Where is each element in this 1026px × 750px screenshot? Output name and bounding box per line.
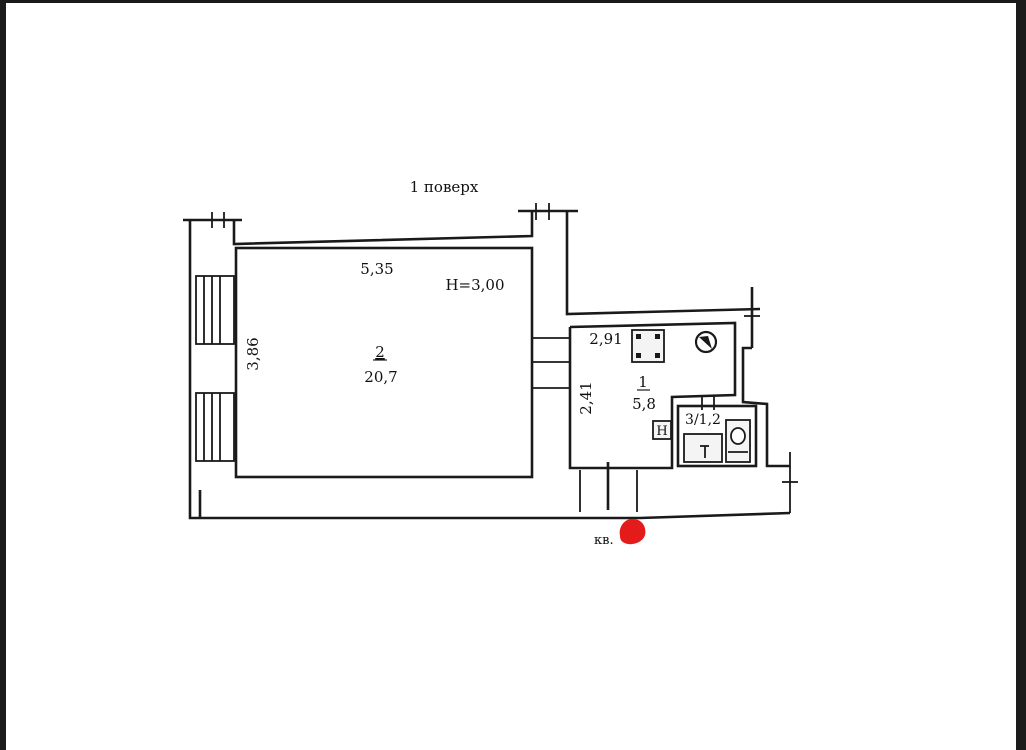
outer-walls (183, 203, 798, 520)
stove-icon (631, 329, 665, 363)
boiler-icon (694, 330, 718, 354)
room-2-area: 20,7 (364, 368, 397, 386)
doorway-between-rooms (532, 337, 570, 389)
red-marker (619, 518, 646, 545)
heater-icon: Н (652, 420, 672, 440)
toilet-icon (725, 419, 751, 463)
room-1-area: 5,8 (632, 395, 656, 413)
room-1-height-dim: 2,41 (577, 381, 595, 414)
room-1-outline (568, 321, 737, 470)
entrance-corridor (579, 462, 638, 512)
scan-edge-left (0, 0, 6, 750)
room-1-number: 1 (638, 373, 648, 391)
room-2-number: 2 (375, 343, 385, 361)
floor-label: 1 поверх (410, 178, 479, 196)
scan-edge-right (1016, 0, 1026, 750)
room-3-label: 3/1,2 (685, 412, 721, 428)
room-2-width-dim: 5,35 (360, 260, 393, 278)
room-3-outline (676, 404, 758, 468)
left-windows (195, 275, 235, 462)
ceiling-height: Н=3,00 (445, 276, 504, 294)
room-1-width-dim: 2,91 (589, 330, 622, 348)
room-2-height-dim: 3,86 (244, 337, 262, 370)
scan-edge-top (0, 0, 1026, 3)
bathtub-icon (683, 433, 723, 463)
apartment-label: кв. (594, 533, 614, 548)
heater-mark: Н (656, 424, 667, 439)
